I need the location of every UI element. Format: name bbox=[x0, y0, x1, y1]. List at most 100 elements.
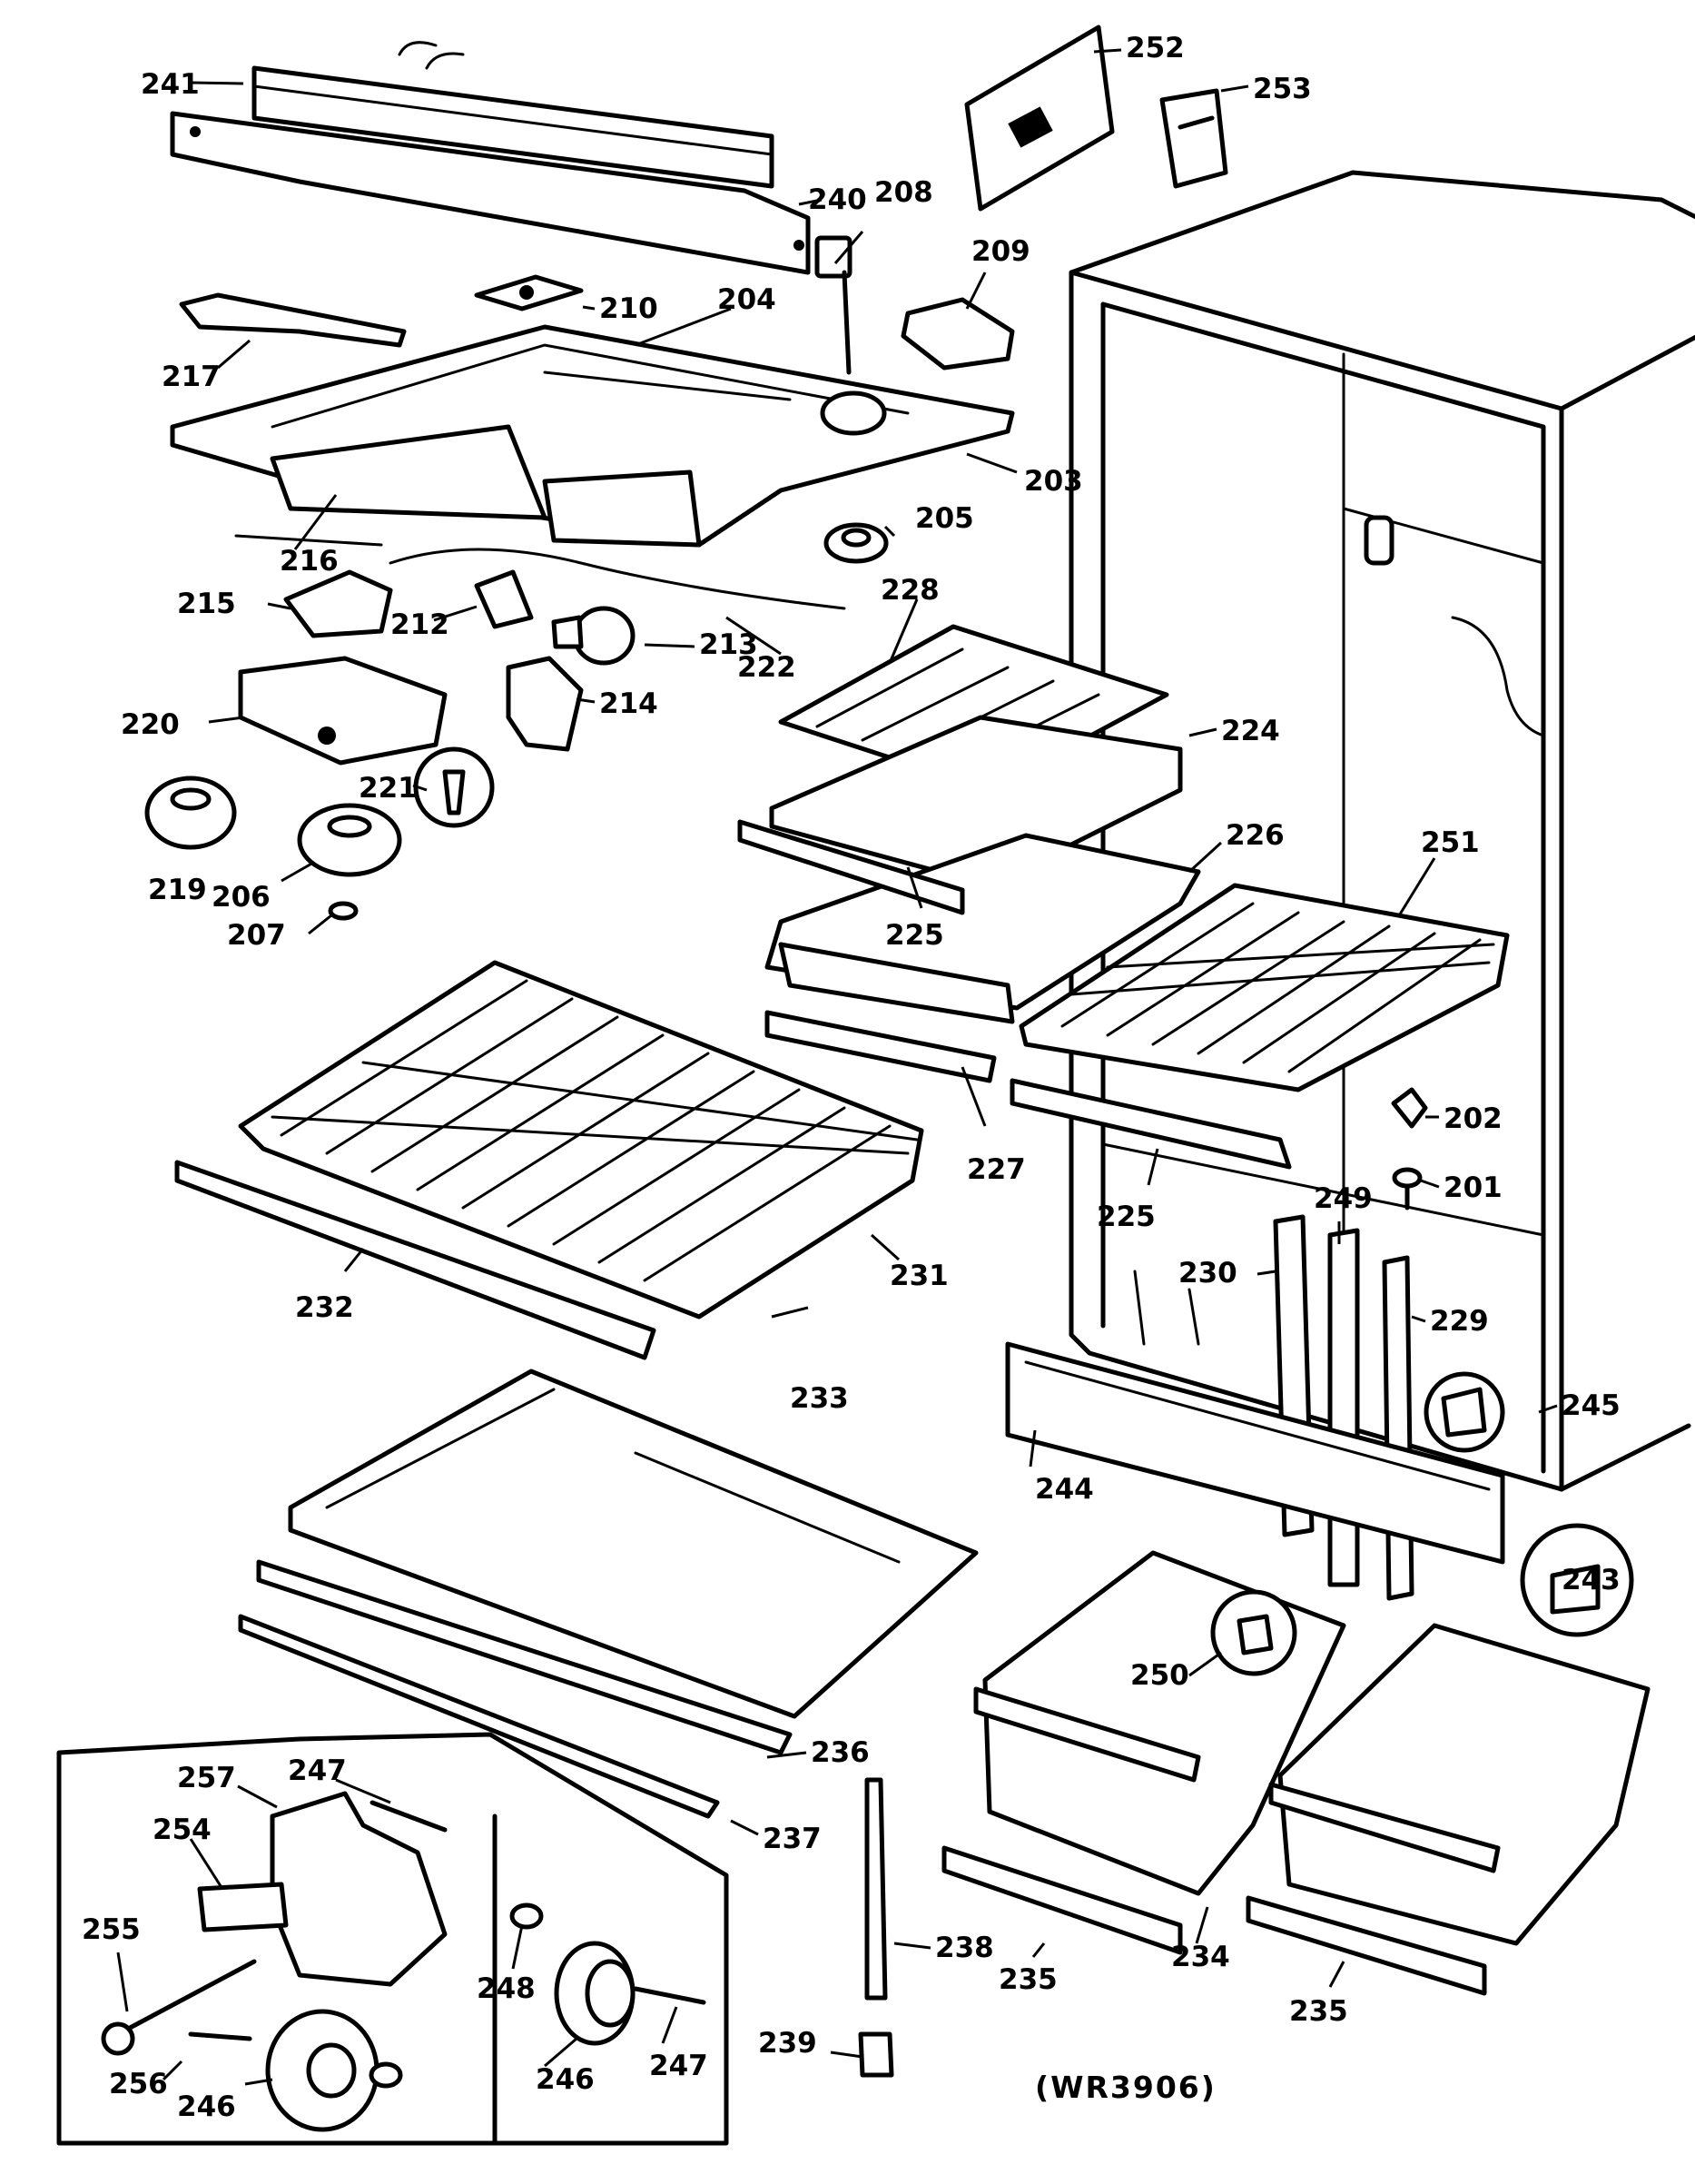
part-215-thermostat bbox=[283, 548, 846, 638]
callout-238: 238 bbox=[935, 1932, 994, 1964]
callout-212: 212 bbox=[390, 608, 449, 641]
callout-228: 228 bbox=[881, 574, 940, 607]
part-210-pad bbox=[474, 274, 584, 311]
part-234-drawer-right bbox=[1268, 1623, 1651, 1946]
callout-241: 241 bbox=[141, 68, 200, 101]
callout-225b: 225 bbox=[1097, 1201, 1156, 1233]
leader-lines bbox=[116, 48, 1600, 2086]
callout-236: 236 bbox=[811, 1736, 870, 1769]
callout-245: 245 bbox=[1562, 1389, 1621, 1422]
callout-246b: 246 bbox=[177, 2090, 236, 2123]
callout-220: 220 bbox=[121, 708, 180, 741]
callout-215: 215 bbox=[177, 588, 236, 620]
callout-216: 216 bbox=[280, 545, 339, 578]
callout-248: 248 bbox=[477, 1972, 536, 2005]
part-249-rail bbox=[1327, 1228, 1360, 1587]
part-229-rail bbox=[1382, 1255, 1414, 1601]
part-235-trim-right bbox=[1246, 1895, 1487, 1996]
part-231-shelf bbox=[238, 960, 924, 1319]
part-240-rail bbox=[170, 111, 811, 275]
part-209-clip bbox=[901, 297, 1015, 371]
callout-235: 235 bbox=[999, 1963, 1058, 1996]
callout-232: 232 bbox=[295, 1291, 354, 1324]
callout-224: 224 bbox=[1221, 715, 1280, 747]
part-207-washer bbox=[328, 901, 359, 921]
part-232-trim bbox=[174, 1160, 656, 1360]
callout-231: 231 bbox=[890, 1260, 949, 1292]
callout-234: 234 bbox=[1171, 1941, 1230, 1973]
part-235-trim-left bbox=[941, 1845, 1183, 1955]
callout-239: 239 bbox=[758, 2027, 817, 2060]
callout-253: 253 bbox=[1253, 73, 1312, 105]
part-227-trim bbox=[764, 1010, 997, 1083]
part-239-cap bbox=[858, 2031, 894, 2078]
callout-254: 254 bbox=[153, 1813, 212, 1846]
callout-235b: 235 bbox=[1289, 1995, 1348, 2028]
part-213-bulb bbox=[551, 606, 636, 666]
callout-247: 247 bbox=[288, 1754, 347, 1787]
part-220-box bbox=[238, 656, 448, 766]
callout-240: 240 bbox=[808, 183, 867, 216]
callout-205: 205 bbox=[915, 502, 974, 535]
part-245-inset bbox=[1424, 1371, 1505, 1453]
callout-250: 250 bbox=[1130, 1659, 1189, 1692]
part-224-frame bbox=[769, 715, 1183, 888]
part-233-glass-shelf bbox=[288, 1369, 979, 1719]
callout-246: 246 bbox=[536, 2063, 595, 2096]
part-226-pan bbox=[764, 833, 1201, 1024]
callout-225: 225 bbox=[885, 919, 944, 952]
callout-230: 230 bbox=[1178, 1257, 1237, 1290]
part-221-inset bbox=[413, 746, 495, 828]
part-252-plate bbox=[964, 25, 1115, 212]
callout-256: 256 bbox=[109, 2068, 168, 2100]
callout-207: 207 bbox=[227, 919, 286, 952]
part-206-knob bbox=[297, 803, 402, 877]
part-243-inset bbox=[1520, 1523, 1634, 1637]
part-201-screw bbox=[1392, 1167, 1423, 1211]
part-212-socket bbox=[474, 569, 534, 629]
callout-217: 217 bbox=[162, 361, 221, 393]
part-205-cap bbox=[823, 522, 889, 564]
part-203-housing bbox=[170, 324, 1015, 548]
callout-209: 209 bbox=[971, 235, 1030, 268]
callout-221: 221 bbox=[359, 772, 418, 805]
part-253-switch bbox=[1159, 88, 1228, 189]
callout-210: 210 bbox=[599, 292, 658, 325]
callout-202: 202 bbox=[1444, 1102, 1503, 1135]
callout-247b: 247 bbox=[649, 2050, 708, 2082]
roller-inset bbox=[56, 1732, 729, 2146]
part-225-trim-bottom bbox=[1010, 1078, 1292, 1170]
callout-252: 252 bbox=[1126, 32, 1185, 64]
callout-214: 214 bbox=[599, 687, 658, 720]
callout-208: 208 bbox=[874, 176, 933, 209]
part-238-rod bbox=[864, 1777, 888, 2001]
drawing-code: (WR3906) bbox=[1035, 2070, 1217, 2105]
callout-203: 203 bbox=[1024, 465, 1083, 498]
part-214-relay bbox=[506, 656, 584, 752]
part-225-trim-top bbox=[737, 819, 965, 915]
part-219-knob bbox=[144, 776, 237, 850]
callout-206: 206 bbox=[212, 881, 271, 914]
part-241-bracket bbox=[251, 41, 774, 189]
callout-255: 255 bbox=[82, 1913, 141, 1946]
callout-219: 219 bbox=[148, 874, 207, 906]
callout-243: 243 bbox=[1562, 1564, 1621, 1596]
part-251-shelf bbox=[1019, 883, 1510, 1092]
part-202-clip bbox=[1391, 1087, 1428, 1129]
callout-226: 226 bbox=[1226, 819, 1285, 852]
callout-251: 251 bbox=[1421, 826, 1480, 859]
callout-222: 222 bbox=[737, 651, 796, 684]
callout-201: 201 bbox=[1444, 1171, 1503, 1204]
callout-213: 213 bbox=[699, 628, 758, 661]
callout-249: 249 bbox=[1314, 1182, 1373, 1215]
callout-257: 257 bbox=[177, 1762, 236, 1794]
callout-237: 237 bbox=[763, 1823, 822, 1855]
callout-229: 229 bbox=[1430, 1305, 1489, 1338]
callout-227: 227 bbox=[967, 1153, 1026, 1186]
part-250-inset bbox=[1210, 1589, 1297, 1676]
part-217-bracket bbox=[179, 292, 407, 348]
part-237-trim bbox=[238, 1614, 720, 1819]
callout-labels: 241 252 253 240 208 209 210 204 217 203 … bbox=[82, 32, 1621, 2123]
part-236-trim bbox=[256, 1559, 793, 1755]
